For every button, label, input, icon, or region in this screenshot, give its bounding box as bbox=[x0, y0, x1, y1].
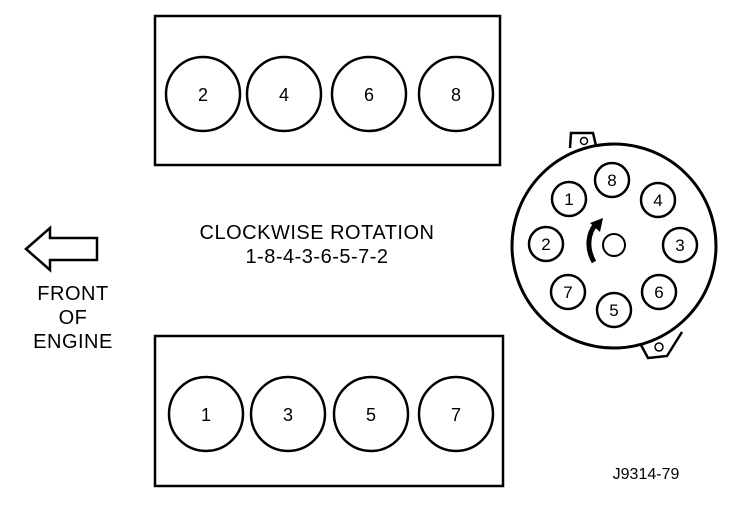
top-tab-screw-icon bbox=[579, 136, 589, 146]
rotation-label: CLOCKWISE ROTATION bbox=[200, 222, 435, 244]
cylinder-number: 4 bbox=[279, 85, 289, 105]
front-label-line1: FRONT bbox=[37, 283, 108, 305]
terminal-number: 1 bbox=[564, 190, 573, 209]
cylinder-number: 5 bbox=[366, 405, 376, 425]
cylinder-number: 6 bbox=[364, 85, 374, 105]
bottom-bank-cylinder: 1 bbox=[167, 375, 245, 453]
cylinder-number: 8 bbox=[451, 85, 461, 105]
terminal-number: 7 bbox=[563, 283, 572, 302]
rotor-shaft bbox=[602, 233, 626, 257]
distributor-terminal: 8 bbox=[593, 161, 631, 199]
distributor-terminal: 4 bbox=[639, 181, 677, 219]
firing-order: 1-8-4-3-6-5-7-2 bbox=[245, 246, 388, 268]
terminal-number: 2 bbox=[541, 235, 550, 254]
front-arrow-icon bbox=[24, 225, 99, 273]
bottom-bank-cylinder: 7 bbox=[417, 375, 495, 453]
bottom-bank-cylinder: 3 bbox=[249, 375, 327, 453]
bottom-bank-cylinder: 5 bbox=[332, 375, 410, 453]
terminal-number: 3 bbox=[675, 236, 684, 255]
terminal-number: 8 bbox=[607, 171, 616, 190]
bottom-cylinder-bank bbox=[153, 334, 505, 488]
top-bank-cylinder: 8 bbox=[417, 55, 495, 133]
distributor-terminal: 5 bbox=[595, 291, 633, 329]
top-bank-cylinder: 4 bbox=[245, 55, 323, 133]
front-label-line3: ENGINE bbox=[33, 331, 113, 353]
figure-id: J9314-79 bbox=[613, 466, 680, 483]
distributor-terminal: 1 bbox=[550, 180, 588, 218]
distributor-terminal: 3 bbox=[661, 226, 699, 264]
distributor-terminal: 7 bbox=[549, 273, 587, 311]
rotation-arrowhead-icon bbox=[590, 218, 603, 232]
cylinder-number: 2 bbox=[198, 85, 208, 105]
cylinder-number: 7 bbox=[451, 405, 461, 425]
top-bank-cylinder: 6 bbox=[330, 55, 408, 133]
front-label-line2: OF bbox=[59, 307, 88, 329]
distributor-terminal: 2 bbox=[527, 225, 565, 263]
cylinder-number: 1 bbox=[201, 405, 211, 425]
cylinder-number: 3 bbox=[283, 405, 293, 425]
terminal-number: 5 bbox=[609, 301, 618, 320]
distributor-terminal: 6 bbox=[640, 273, 678, 311]
terminal-number: 4 bbox=[653, 191, 662, 210]
top-cylinder-bank bbox=[153, 14, 502, 167]
top-bank-cylinder: 2 bbox=[164, 55, 242, 133]
terminal-number: 6 bbox=[654, 283, 663, 302]
bottom-tab-screw-icon bbox=[654, 342, 664, 352]
